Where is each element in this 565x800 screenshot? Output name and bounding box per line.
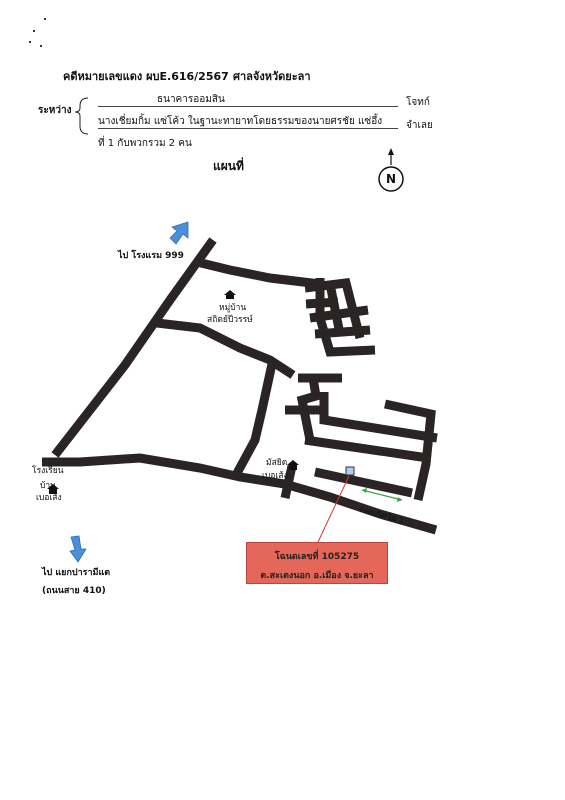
grid-road-1 xyxy=(304,278,365,340)
scan-speck xyxy=(40,45,42,47)
roads xyxy=(42,237,438,535)
east-road-2 xyxy=(296,377,322,441)
village-road-middle xyxy=(156,318,296,379)
defendant-suffix: ที่ 1 กับพวกรวม 2 คน xyxy=(98,138,192,149)
school-label-3: เบอเส้ง xyxy=(36,493,62,503)
defendant-name: นางเชี่ยมกิ้ม แซ่โค้ว ในฐานะทายาทโดยธรรม… xyxy=(98,116,383,127)
case-number: คดีหมายเลขแดง ผบE.616/2567 xyxy=(63,70,229,83)
hotel-label: ไป โรงแรม 999 xyxy=(118,251,184,261)
school-label-1: โรงเรียน xyxy=(32,466,64,476)
school-label-2: บ้าน xyxy=(40,481,56,491)
deed-number: โฉนดเลขที่ 105275 xyxy=(274,552,360,562)
scan-speck xyxy=(44,18,46,20)
mosque-label-1: มัสยิด xyxy=(266,458,288,468)
village-road-north xyxy=(195,257,321,289)
junction-label-1: ไป แยกปารามีแต xyxy=(42,568,111,578)
plaintiff-role: โจทก์ xyxy=(406,97,430,108)
scan-speck xyxy=(33,30,35,32)
map-title: แผนที่ xyxy=(213,159,244,173)
grid-road-4 xyxy=(309,305,369,323)
plaintiff-underline xyxy=(98,106,398,107)
mosque-label-2: เบอเส้ง xyxy=(262,471,288,481)
east-road-5 xyxy=(384,399,436,501)
grid-road-3 xyxy=(305,297,339,309)
village-road-south-vertical xyxy=(232,363,277,478)
grid-road-5 xyxy=(314,325,371,339)
east-road-7 xyxy=(314,467,413,498)
between-label: ระหว่าง xyxy=(38,105,72,116)
scan-speck xyxy=(29,41,31,43)
east-road-6 xyxy=(304,435,429,463)
deed-location: ต.สะเตงนอก อ.เมือง จ.ยะลา xyxy=(260,571,374,581)
main-diagonal-road xyxy=(51,237,217,458)
east-road-4 xyxy=(319,392,438,443)
deed-box: โฉนดเลขที่ 105275 ต.สะเตงนอก อ.เมือง จ.ย… xyxy=(246,542,388,584)
mosque-side-road xyxy=(280,465,297,499)
village-label-1: หมู่บ้าน xyxy=(219,303,247,313)
compass-letter: N xyxy=(386,172,397,186)
grid-road-2 xyxy=(325,283,345,335)
court-name: ศาลจังหวัดยะลา xyxy=(233,70,311,83)
junction-label-2: (ถนนสาย 410) xyxy=(42,586,106,596)
defendant-role: จำเลย xyxy=(406,120,433,131)
defendant-underline xyxy=(98,128,398,129)
village-label-2: สถิตย์ปีวรรษ์ xyxy=(207,315,253,325)
plaintiff-name: ธนาคารออมสิน xyxy=(157,94,225,105)
